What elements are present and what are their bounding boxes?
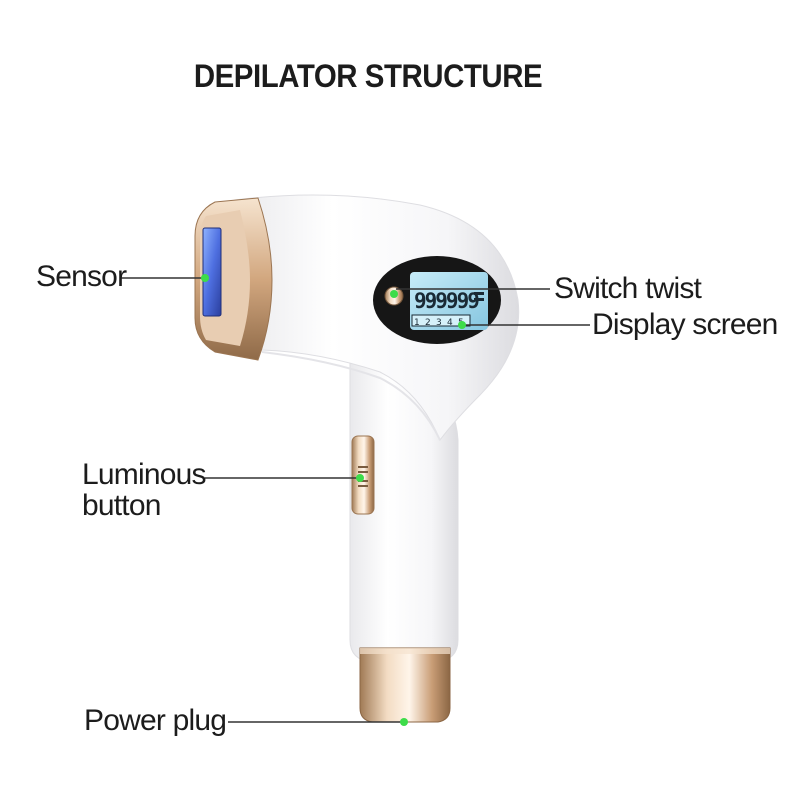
switch-dot: [390, 290, 398, 298]
label-luminous-line1: Luminous: [82, 458, 206, 491]
display-level: 2: [425, 318, 431, 328]
display-level: 3: [436, 318, 442, 328]
diagram-title: DEPILATOR STRUCTURE: [193, 58, 543, 94]
device-head: [231, 194, 520, 441]
display-level: 1: [414, 318, 420, 328]
sensor-dot: [201, 274, 209, 282]
display-dot: [458, 321, 466, 329]
display-counter: 999999: [414, 289, 479, 313]
label-switch-twist: Switch twist: [554, 272, 702, 305]
label-luminous-line2: button: [82, 489, 161, 522]
label-display-screen: Display screen: [592, 308, 778, 341]
display-level: 4: [447, 318, 453, 328]
label-power-plug: Power plug: [84, 704, 227, 737]
luminous-button-leds: [358, 466, 368, 487]
luminous-dot: [356, 474, 364, 482]
sensor-window: [202, 227, 222, 317]
display-mode-icon: [474, 292, 484, 301]
power-dot: [400, 718, 408, 726]
label-luminous-button: Luminous button: [82, 459, 206, 521]
label-sensor: Sensor: [36, 260, 127, 293]
power-plug-cap: [359, 647, 451, 723]
luminous-button[interactable]: [351, 435, 375, 515]
